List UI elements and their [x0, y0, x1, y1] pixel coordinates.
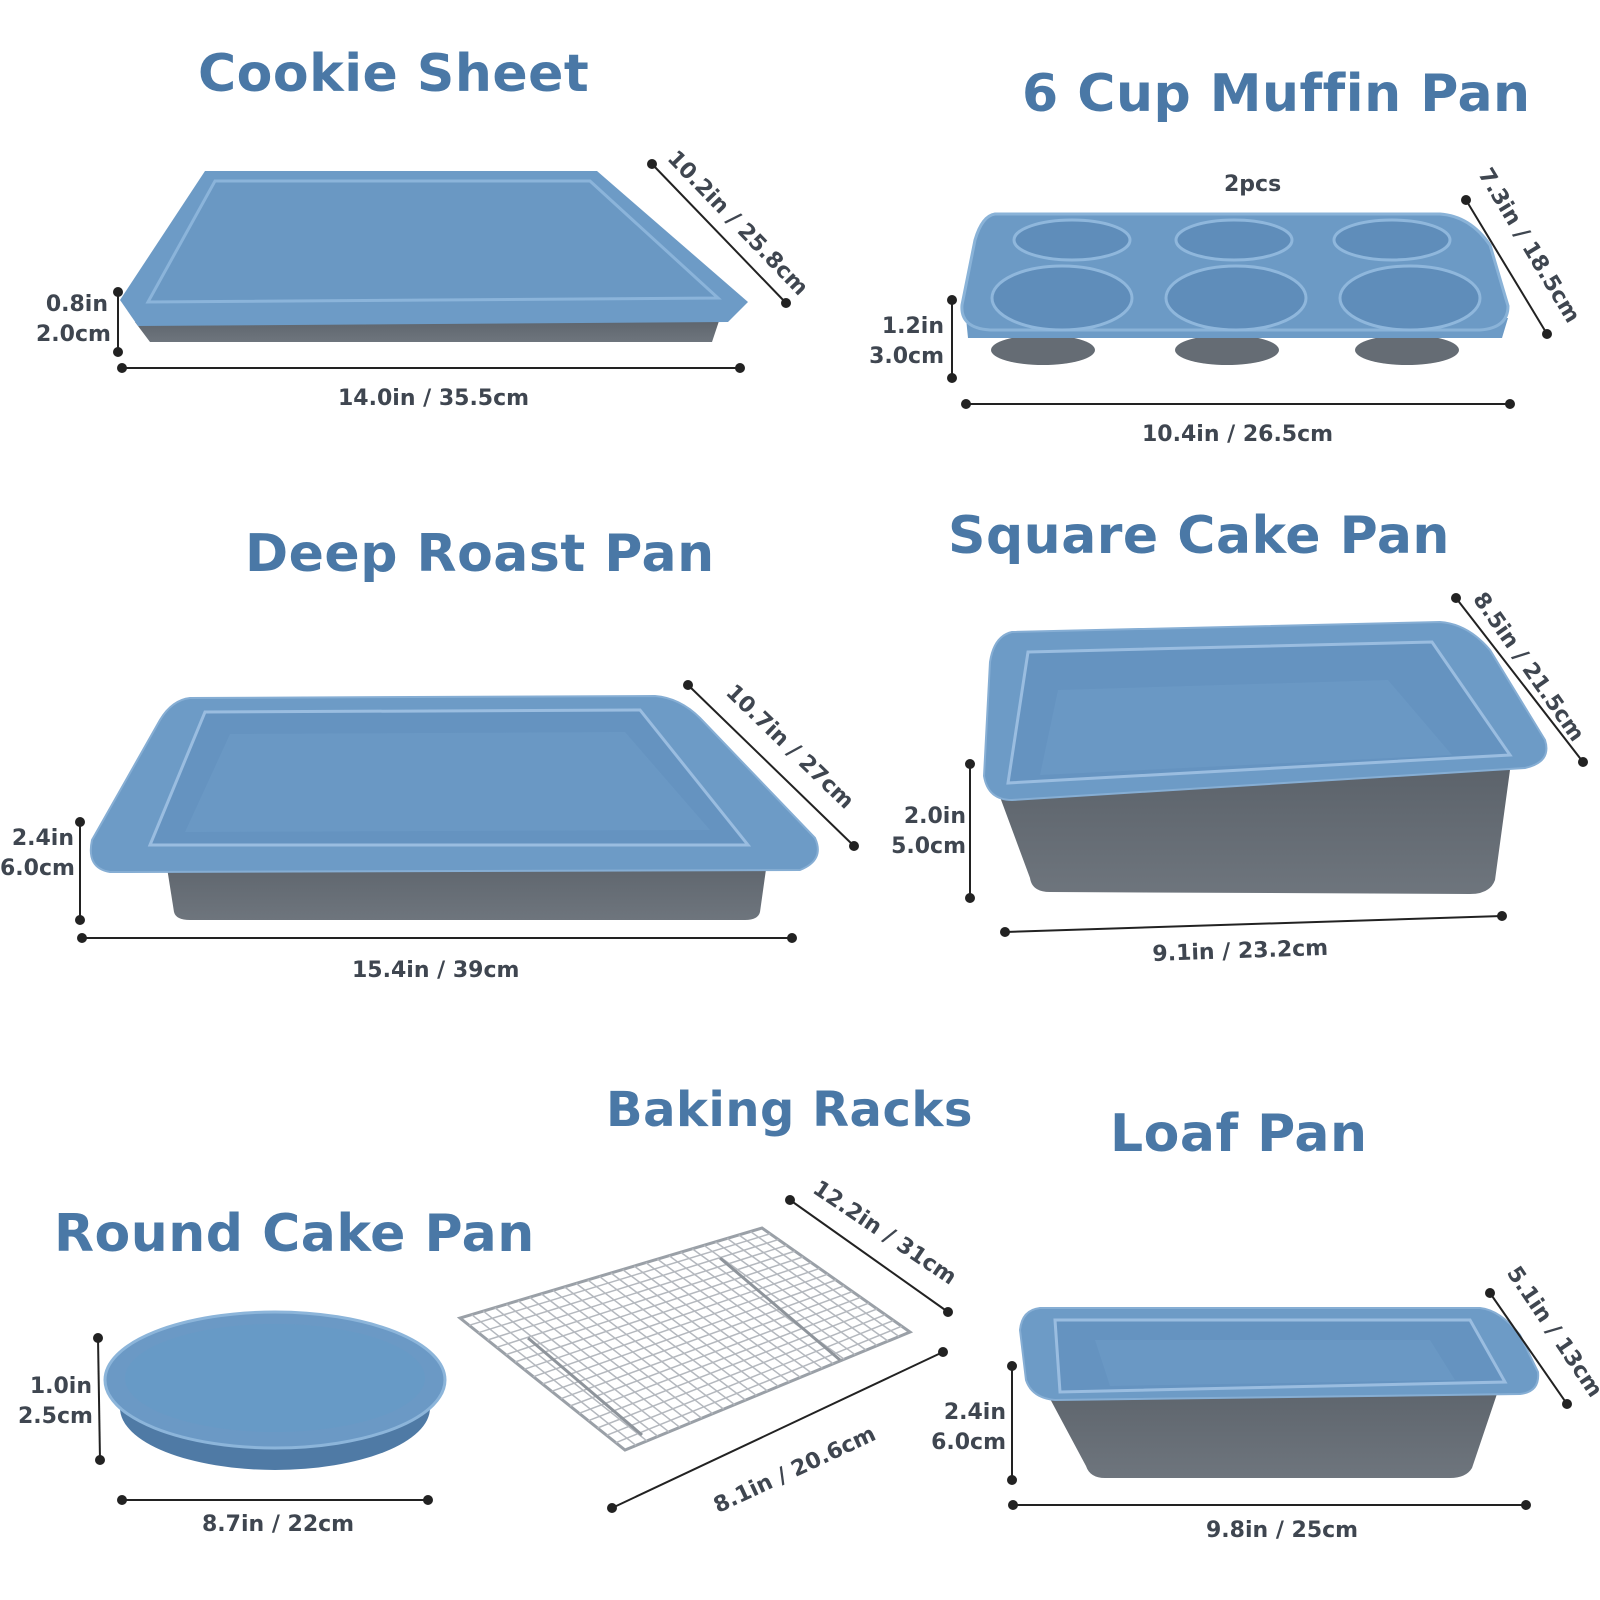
muffin-pan-length: 10.4in / 26.5cm	[1142, 422, 1334, 447]
rack-wire	[505, 1256, 804, 1356]
rack-wire	[569, 1296, 861, 1407]
round-cake-pan-title: Round Cake Pan	[54, 1204, 535, 1264]
rack-wire	[578, 1302, 870, 1415]
rack-wire	[551, 1285, 845, 1393]
rack-wire	[523, 1267, 820, 1371]
cookie-sheet-height-in: 0.8in	[45, 292, 108, 317]
rack-wire	[487, 1244, 787, 1341]
rack-wire	[597, 1313, 886, 1429]
rack-wire	[533, 1273, 829, 1378]
cookie-sheet-image	[120, 171, 748, 342]
muffin-pan-height-in: 1.2in	[881, 314, 944, 339]
deep-roast-pan-height-in: 2.4in	[11, 826, 74, 851]
rack-wire	[560, 1290, 853, 1400]
rack-wire	[615, 1325, 903, 1444]
square-cake-pan-height-in: 2.0in	[903, 804, 966, 829]
loaf-pan-title: Loaf Pan	[1110, 1104, 1368, 1164]
deep-roast-pan-image	[89, 694, 819, 920]
cookie-sheet-height-cm: 2.0cm	[36, 322, 111, 347]
cookie-sheet-length: 14.0in / 35.5cm	[338, 386, 530, 411]
loaf-pan-image	[1018, 1307, 1540, 1478]
cookie-sheet-title: Cookie Sheet	[198, 44, 590, 104]
rack-wire	[542, 1279, 837, 1385]
muffin-pan-title: 6 Cup Muffin Pan	[1022, 64, 1531, 124]
round-cake-pan-image	[103, 1310, 447, 1470]
rack-wire	[514, 1261, 812, 1363]
loaf-pan-length: 9.8in / 25cm	[1206, 1518, 1359, 1543]
deep-roast-pan-height: 2.4in 6.0cm	[0, 824, 75, 884]
deep-roast-pan-length: 15.4in / 39cm	[352, 958, 520, 983]
deep-roast-pan-height-cm: 6.0cm	[0, 856, 75, 881]
rack-wire	[606, 1319, 894, 1437]
baking-rack-image	[456, 1226, 914, 1452]
square-cake-pan-height: 2.0in 5.0cm	[890, 802, 966, 862]
muffin-pan-quantity: 2pcs	[1224, 172, 1282, 197]
loaf-pan-height-in: 2.4in	[943, 1400, 1006, 1425]
round-cake-pan-height: 1.0in 2.5cm	[18, 1372, 93, 1432]
cookie-sheet-height: 0.8in 2.0cm	[36, 290, 111, 350]
baking-racks-title: Baking Racks	[606, 1082, 973, 1138]
deep-roast-pan-title: Deep Roast Pan	[245, 524, 715, 584]
square-cake-pan-height-cm: 5.0cm	[891, 834, 966, 859]
loaf-pan-height: 2.4in 6.0cm	[930, 1398, 1006, 1458]
muffin-pan-height-cm: 3.0cm	[869, 344, 944, 369]
rack-wire	[468, 1233, 771, 1327]
round-cake-pan-height-in: 1.0in	[29, 1374, 92, 1399]
dimension-lines	[75, 159, 1588, 1513]
rack-wire	[588, 1308, 878, 1422]
square-cake-pan-title: Square Cake Pan	[948, 506, 1450, 566]
square-cake-pan-image	[982, 620, 1548, 894]
round-cake-pan-diameter: 8.7in / 22cm	[202, 1512, 355, 1537]
loaf-pan-height-cm: 6.0cm	[931, 1430, 1006, 1455]
rack-wire	[496, 1250, 796, 1349]
round-cake-pan-height-cm: 2.5cm	[18, 1404, 93, 1429]
muffin-pan-image	[960, 212, 1510, 365]
rack-wire	[478, 1238, 779, 1334]
muffin-pan-height: 1.2in 3.0cm	[866, 312, 944, 372]
